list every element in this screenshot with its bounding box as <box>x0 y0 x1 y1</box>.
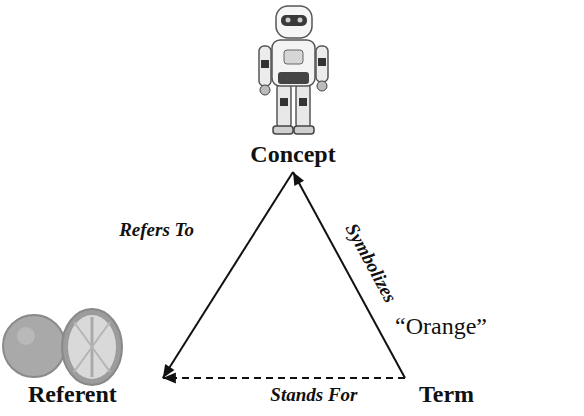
term-node: Concept <box>242 136 343 172</box>
node-label: Referent <box>28 380 117 408</box>
relation-label: Stands For <box>268 384 359 406</box>
node-label: Term <box>419 380 474 408</box>
relation-line <box>163 377 405 379</box>
relation-arrow <box>293 172 405 378</box>
node-label: Concept <box>250 140 335 168</box>
relation-label: Symbolizes <box>340 218 403 308</box>
term-node: Term <box>405 378 482 410</box>
relation-arrow <box>163 373 405 384</box>
orange-figure <box>3 309 122 385</box>
term-node: Referent <box>22 378 163 410</box>
robot-figure <box>259 6 328 134</box>
relation-line <box>293 172 405 378</box>
example-word: “Orange” <box>395 312 487 340</box>
relation-arrow <box>163 172 293 378</box>
arrowhead <box>293 172 304 186</box>
relation-line <box>163 172 293 378</box>
arrowhead <box>163 373 176 384</box>
relation-label: Refers To <box>117 219 196 241</box>
